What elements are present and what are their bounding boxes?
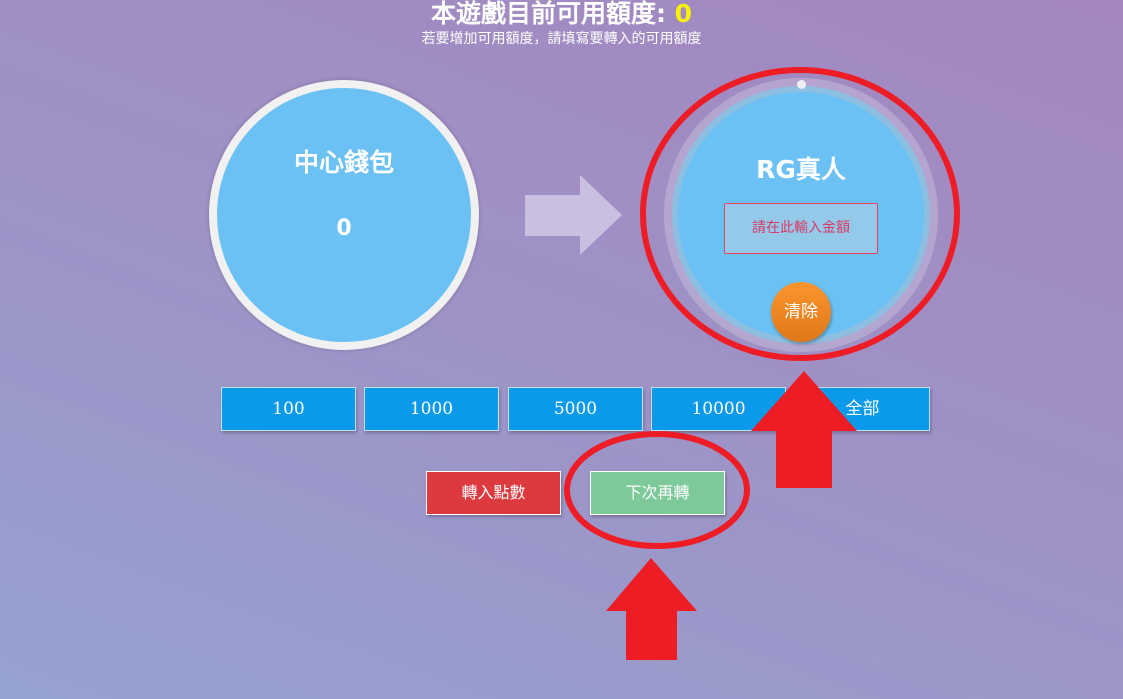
center-wallet-circle: 中心錢包 0 [209,80,479,350]
clear-button[interactable]: 清除 [771,282,831,342]
target-wallet-circle: RG真人 請在此輸入金額 清除 [672,86,930,344]
transfer-button[interactable]: 轉入點數 [426,471,561,515]
available-credit-value: 0 [674,0,693,28]
amount-button-1000[interactable]: 1000 [364,387,499,431]
target-wallet-name: RG真人 [756,155,846,184]
amount-button-5000[interactable]: 5000 [508,387,643,431]
amount-button-100[interactable]: 100 [221,387,356,431]
amount-button-10000[interactable]: 10000 [651,387,786,431]
center-wallet-balance: 0 [336,216,352,241]
center-wallet-name: 中心錢包 [293,148,394,177]
amount-button-all[interactable]: 全部 [795,387,930,431]
annotation-arrow-up-icon [606,558,697,660]
available-credit-heading: 本遊戲目前可用額度: 0 [0,0,1123,30]
skip-button[interactable]: 下次再轉 [590,471,725,515]
amount-input[interactable]: 請在此輸入金額 [724,203,878,254]
heading-label: 本遊戲目前可用額度: [430,0,666,28]
instruction-text: 若要增加可用額度，請填寫要轉入的可用額度 [421,31,702,47]
indicator-dot [797,80,806,89]
